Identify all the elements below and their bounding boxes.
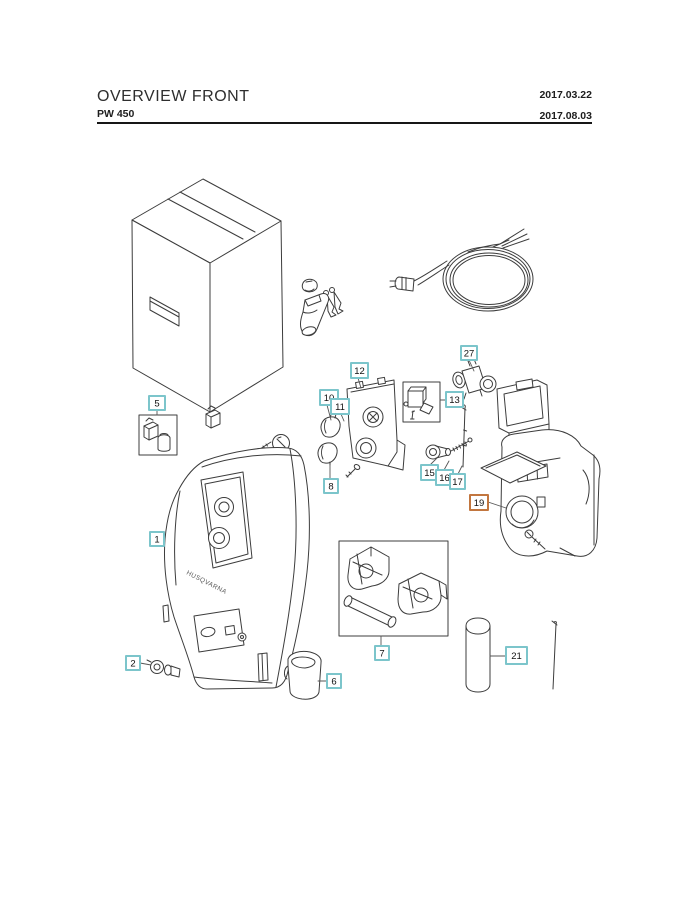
part-hose-guide-kit	[338, 540, 449, 637]
svg-text:12: 12	[354, 366, 365, 377]
part-valve-assembly	[452, 358, 497, 400]
callout-leader-16	[443, 460, 450, 471]
part-knob-lower	[317, 442, 338, 466]
callout-27[interactable]: 27	[460, 345, 478, 361]
revision-date-bottom: 2017.08.03	[539, 110, 592, 122]
svg-text:27: 27	[464, 349, 475, 360]
callout-6[interactable]: 6	[326, 673, 342, 689]
model-number: PW 450	[97, 108, 135, 120]
part-control-panel	[346, 376, 406, 471]
svg-text:10: 10	[324, 393, 335, 404]
part-carton-box	[131, 178, 284, 413]
callout-8[interactable]: 8	[323, 478, 339, 494]
svg-text:17: 17	[452, 477, 463, 488]
part-power-cord	[413, 228, 534, 312]
part-detergent-cup	[284, 650, 322, 700]
svg-text:2: 2	[130, 659, 135, 670]
part-detergent-valve	[425, 437, 473, 460]
svg-text:5: 5	[154, 399, 159, 410]
callout-leader-27	[468, 359, 475, 372]
part-cable-clips	[138, 414, 178, 456]
part-gun-grip	[299, 293, 330, 337]
callout-leader-15	[429, 457, 438, 466]
revision-date-top: 2017.03.22	[539, 89, 592, 101]
part-rod	[460, 404, 468, 468]
svg-text:8: 8	[328, 482, 333, 493]
part-axle-cap	[146, 659, 181, 678]
header-divider	[97, 122, 592, 124]
callout-13[interactable]: 13	[445, 391, 464, 408]
callout-19[interactable]: 19	[469, 494, 489, 511]
svg-text:15: 15	[424, 468, 435, 479]
part-clip-single	[205, 405, 221, 429]
callout-2[interactable]: 2	[125, 655, 141, 671]
callout-leader-17	[457, 465, 463, 475]
svg-text:21: 21	[511, 651, 522, 662]
part-knob-upper	[320, 412, 341, 438]
part-front-cover: HUSQVARNA	[162, 447, 310, 690]
part-keys	[323, 287, 344, 318]
callout-17[interactable]: 17	[449, 473, 466, 490]
page-title: OVERVIEW FRONT	[97, 88, 250, 105]
part-filter-cylinder	[465, 617, 491, 693]
svg-text:19: 19	[474, 498, 485, 509]
callout-12[interactable]: 12	[350, 362, 369, 379]
callout-21[interactable]: 21	[505, 646, 528, 665]
svg-text:1: 1	[154, 535, 159, 546]
svg-text:13: 13	[449, 395, 460, 406]
part-pin	[551, 620, 558, 690]
svg-text:11: 11	[335, 402, 345, 413]
part-trigger-button	[301, 278, 318, 293]
part-power-plug	[389, 276, 415, 292]
callout-7[interactable]: 7	[374, 645, 390, 661]
callout-leader-19	[487, 501, 507, 509]
svg-text:6: 6	[331, 677, 336, 688]
callout-leader-12	[357, 377, 362, 389]
callout-11[interactable]: 11	[330, 398, 350, 415]
svg-text:7: 7	[379, 649, 384, 660]
svg-text:16: 16	[439, 473, 450, 484]
callout-leader-2	[139, 662, 152, 666]
part-chassis-screw	[524, 529, 546, 550]
callout-leader-10	[326, 404, 332, 421]
part-chassis-assembly	[480, 378, 601, 557]
callout-5[interactable]: 5	[148, 395, 166, 411]
part-switch-kit	[402, 381, 441, 423]
callout-1[interactable]: 1	[149, 531, 165, 547]
part-panel-screw	[345, 464, 361, 478]
callout-leader-11	[340, 413, 345, 422]
